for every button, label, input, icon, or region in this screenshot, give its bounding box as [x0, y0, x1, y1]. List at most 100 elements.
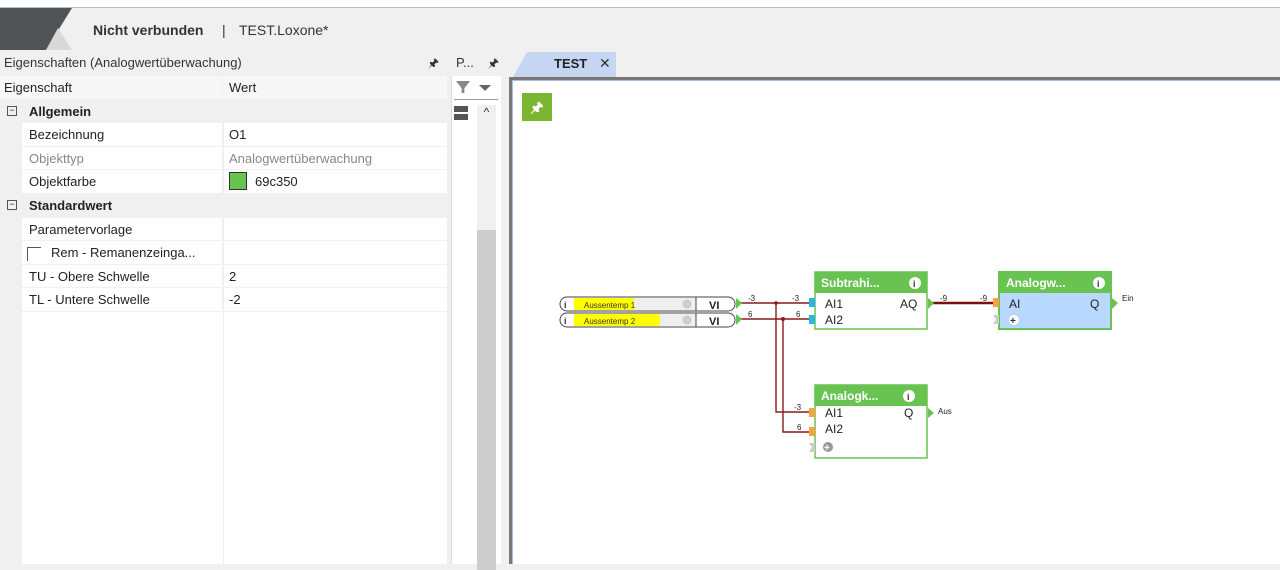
output-label: Aus	[938, 407, 952, 416]
pin-icon[interactable]: 🖈︎	[487, 56, 499, 70]
property-value[interactable]	[223, 218, 447, 241]
tab-label: TEST	[554, 56, 588, 71]
property-value[interactable]	[223, 241, 447, 264]
property-row-parametervorlage[interactable]: Parametervorlage	[0, 217, 447, 242]
pin-icon[interactable]: 🖈︎	[522, 93, 552, 121]
status-bar: Nicht verbunden | TEST.Loxone*	[0, 8, 1280, 50]
pin-icon[interactable]: 🖈︎	[427, 56, 439, 70]
property-value: Analogwertüberwachung	[229, 150, 373, 166]
grid-header-row: Eigenschaft Wert	[0, 76, 447, 100]
project-filename: TEST.Loxone*	[239, 22, 329, 38]
port-label: AQ	[900, 297, 917, 311]
property-row-objektfarbe[interactable]: Objektfarbe 69c350	[0, 170, 447, 194]
wire-value: 6	[797, 423, 802, 432]
column-header-name[interactable]: Eigenschaft	[0, 76, 223, 99]
port-label: AI2	[825, 313, 843, 327]
chevron-down-icon[interactable]	[479, 85, 491, 91]
port-label: AI2	[825, 422, 843, 436]
connection-status: Nicht verbunden	[93, 22, 204, 38]
property-value-color[interactable]: 69c350	[223, 170, 447, 193]
wire-junction	[774, 301, 778, 305]
input-aussentemp-1[interactable]: i Aussentemp 1 VI -3	[559, 294, 756, 312]
properties-panel: Eigenschaften (Analogwertüberwachung) 🖈︎…	[0, 50, 447, 564]
block-title: Subtrahi...	[821, 276, 880, 290]
category-label: Standardwert	[29, 197, 113, 213]
column-divider	[223, 76, 224, 564]
property-row-objekttyp[interactable]: Objekttyp Analogwertüberwachung	[0, 146, 447, 171]
periphery-title[interactable]: P...	[456, 55, 474, 70]
info-icon	[1093, 277, 1105, 289]
diagram: i Aussentemp 1 VI -3 i Aussentemp 2 VI 6…	[559, 271, 1134, 459]
output-label: Ein	[1122, 294, 1134, 303]
add-input-icon	[1009, 315, 1019, 325]
property-value[interactable]: 2	[229, 268, 237, 284]
svg-text:+: +	[1010, 316, 1016, 327]
input-type: VI	[709, 300, 719, 312]
property-grid: Eigenschaft Wert − Allgemein Bezeichnung…	[0, 76, 447, 564]
more-icon	[682, 315, 692, 325]
logic-canvas[interactable]: 🖈︎ i Aussentemp 1 VI -3	[509, 77, 1280, 564]
property-row-tu[interactable]: TU - Obere Schwelle 2	[0, 264, 447, 289]
input-label: Aussentemp 2	[584, 317, 636, 326]
info-icon: i	[564, 300, 567, 310]
wire-value: 6	[748, 310, 753, 319]
scrollbar[interactable]: ^	[477, 105, 496, 570]
port-label: AI1	[825, 297, 843, 311]
wire-input2-compare	[782, 319, 812, 433]
port-label: Q	[1090, 297, 1099, 311]
scroll-up-button[interactable]: ^	[483, 105, 490, 119]
property-value[interactable]: -2	[229, 292, 241, 308]
close-icon[interactable]: ✕	[599, 55, 611, 71]
editor-tabbar: TEST ✕	[507, 50, 1280, 77]
wire-input1-compare	[775, 303, 812, 413]
collapse-icon[interactable]: −	[7, 199, 17, 210]
svg-text:i: i	[913, 279, 916, 289]
color-swatch[interactable]	[229, 172, 247, 191]
wire-value: -3	[792, 294, 800, 303]
color-hex: 69c350	[255, 174, 298, 190]
block-analogwertueberwachung[interactable]: Analogw... i AI + Q Ein -9	[980, 271, 1134, 330]
wire-junction	[781, 317, 785, 321]
property-row-remanenz[interactable]: Rem - Remanenzeinga...	[0, 241, 447, 265]
property-row-tl[interactable]: TL - Untere Schwelle -2	[0, 288, 447, 312]
wire-value: -9	[940, 294, 948, 303]
property-name: Objekttyp	[0, 146, 223, 170]
add-input-icon	[823, 442, 833, 452]
properties-header: Eigenschaften (Analogwertüberwachung) 🖈︎	[0, 50, 447, 76]
block-title: Analogk...	[821, 389, 878, 403]
column-header-value[interactable]: Wert	[223, 76, 447, 99]
svg-text:+: +	[824, 443, 830, 454]
category-standardwert[interactable]: − Standardwert	[0, 193, 447, 218]
scrollbar-thumb[interactable]	[477, 230, 496, 570]
svg-text:i: i	[907, 392, 910, 402]
periphery-header: P... 🖈︎	[451, 50, 503, 76]
properties-title: Eigenschaften (Analogwertüberwachung)	[4, 55, 242, 70]
category-label: Allgemein	[29, 103, 92, 119]
divider	[454, 99, 498, 100]
tab-test[interactable]: TEST ✕	[513, 52, 616, 77]
wires	[740, 301, 996, 433]
port-label: Q	[904, 406, 913, 420]
remanenz-checkbox[interactable]	[27, 246, 41, 261]
property-name: TU - Obere Schwelle	[0, 264, 223, 288]
property-value[interactable]: O1	[229, 127, 247, 143]
property-name: Bezeichnung	[0, 123, 223, 146]
property-row-bezeichnung[interactable]: Bezeichnung O1	[0, 123, 447, 147]
collapse-icon[interactable]: −	[7, 105, 17, 116]
block-analogkomparator[interactable]: Analogk... i AI1 AI2 + Q Aus -3 6	[794, 384, 952, 459]
wire-value: -9	[980, 294, 988, 303]
top-strip	[0, 0, 1280, 8]
property-name: Rem - Remanenzeinga...	[51, 245, 196, 261]
wire-value: -3	[794, 403, 802, 412]
filter-icon[interactable]	[456, 81, 470, 93]
property-name: Objektfarbe	[0, 170, 223, 193]
wire-value: -3	[748, 294, 756, 303]
block-subtraktion[interactable]: Subtrahi... i AI1 AI2 AQ -3 6 -9	[792, 271, 948, 330]
block-title: Analogw...	[1006, 276, 1066, 290]
category-allgemein[interactable]: − Allgemein	[0, 99, 447, 124]
periphery-panel: P... 🖈︎ ^	[451, 50, 503, 570]
property-name: TL - Untere Schwelle	[0, 288, 223, 311]
title-separator: |	[222, 22, 226, 38]
input-aussentemp-2[interactable]: i Aussentemp 2 VI 6	[559, 310, 753, 328]
collapse-all-icon[interactable]	[454, 106, 468, 120]
